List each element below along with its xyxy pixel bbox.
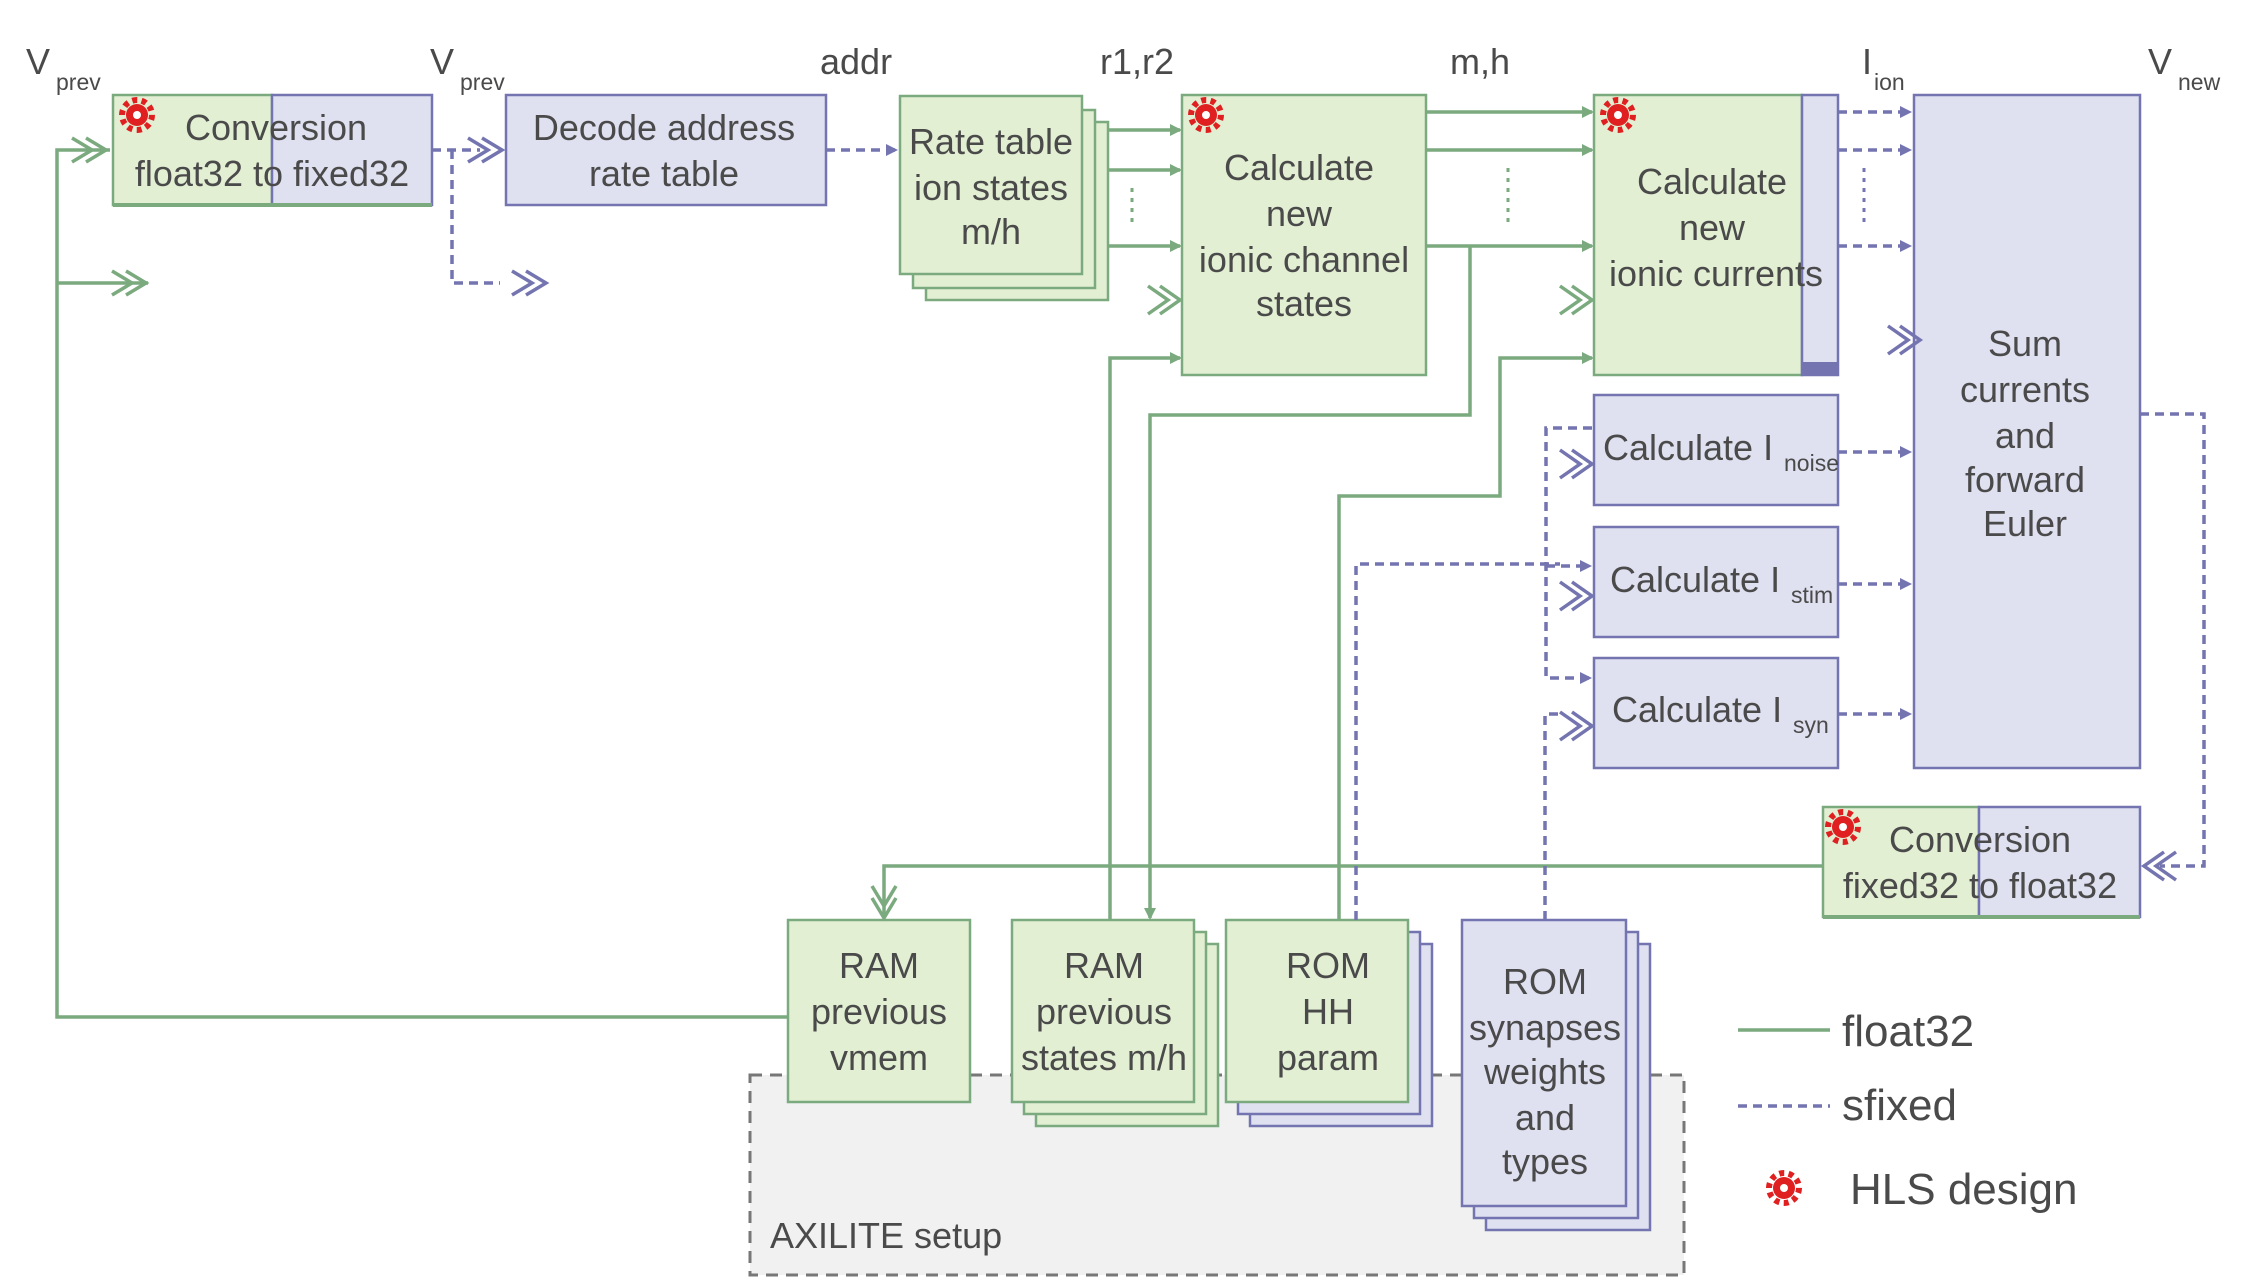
hls-gear-icon xyxy=(1600,97,1636,133)
calc-inoise-block xyxy=(1592,393,1840,507)
decode-line1: Decode address xyxy=(533,107,795,148)
rate-line1: Rate table xyxy=(909,121,1073,162)
romhh-line1: ROM xyxy=(1286,945,1370,986)
romsyn-line1: ROM xyxy=(1503,961,1587,1002)
rom-hh-block xyxy=(1224,918,1434,1128)
decode-line2: rate table xyxy=(589,153,739,194)
legend: float32 sfixed HLS design xyxy=(1738,1007,2077,1214)
legend-float32-label: float32 xyxy=(1842,1007,1974,1056)
sum-line4: forward xyxy=(1965,459,2085,500)
calc-istim-block xyxy=(1592,525,1840,639)
inoise-sub: noise xyxy=(1784,450,1839,476)
states-line2: new xyxy=(1266,193,1333,234)
sfixed-double-arrows xyxy=(467,136,2178,882)
mh-label: m,h xyxy=(1450,41,1510,82)
iion-sub: ion xyxy=(1874,69,1905,95)
vnew-sub: new xyxy=(2178,69,2221,95)
sum-line1: Sum xyxy=(1988,323,2062,364)
rams-line3: states m/h xyxy=(1021,1037,1187,1078)
vprev-label-2: V xyxy=(430,41,454,82)
conversion-float-to-fixed-block xyxy=(111,93,434,207)
ramv-line2: previous xyxy=(811,991,947,1032)
decode-address-block xyxy=(504,93,828,207)
vprev-label-1: V xyxy=(26,41,50,82)
conversion-fixed-to-float-block xyxy=(1821,805,2142,919)
romhh-line2: HH xyxy=(1302,991,1354,1032)
istim-sub: stim xyxy=(1791,582,1833,608)
conv1-line1: Conversion xyxy=(185,107,367,148)
rams-line1: RAM xyxy=(1064,945,1144,986)
sum-line5: Euler xyxy=(1983,503,2067,544)
isyn-main: Calculate I xyxy=(1612,689,1782,730)
states-line4: states xyxy=(1256,283,1352,324)
legend-hls-label: HLS design xyxy=(1850,1165,2077,1214)
currents-line3: ionic currents xyxy=(1609,253,1823,294)
hls-gear-icon xyxy=(119,97,155,133)
rate-line2: ion states xyxy=(914,167,1068,208)
float32-double-arrows xyxy=(71,136,1596,922)
romsyn-line5: types xyxy=(1502,1141,1588,1182)
ram-vmem-block xyxy=(786,918,972,1104)
vnew-label: V xyxy=(2148,41,2172,82)
axilite-label: AXILITE setup xyxy=(770,1215,1002,1256)
sum-line2: currents xyxy=(1960,369,2090,410)
ramv-line1: RAM xyxy=(839,945,919,986)
conv2-line1: Conversion xyxy=(1889,819,2071,860)
sfixed-connections xyxy=(432,106,2206,920)
rate-table-block xyxy=(898,94,1110,302)
romsyn-line4: and xyxy=(1515,1097,1575,1138)
iion-label: I xyxy=(1862,41,1872,82)
currents-line1: Calculate xyxy=(1637,161,1787,202)
float32-connections xyxy=(55,106,1823,1019)
conv1-line2: float32 to fixed32 xyxy=(135,153,409,194)
calc-channel-states-block xyxy=(1180,93,1428,377)
conv2-line2: fixed32 to float32 xyxy=(1843,865,2117,906)
currents-line2: new xyxy=(1679,207,1746,248)
vprev-sub-1: prev xyxy=(56,69,101,95)
rams-line2: previous xyxy=(1036,991,1172,1032)
calc-ionic-currents-block xyxy=(1592,93,1840,377)
romsyn-line2: synapses xyxy=(1469,1007,1621,1048)
calc-isyn-block xyxy=(1592,656,1840,770)
vprev-sub-2: prev xyxy=(460,69,505,95)
sum-line3: and xyxy=(1995,415,2055,456)
states-line3: ionic channel xyxy=(1199,239,1409,280)
addr-label: addr xyxy=(820,41,892,82)
hls-gear-icon xyxy=(1188,97,1224,133)
ramv-line3: vmem xyxy=(830,1037,928,1078)
rom-synapses-block xyxy=(1460,918,1652,1232)
legend-hls-gear-icon xyxy=(1766,1170,1802,1206)
legend-sfixed-label: sfixed xyxy=(1842,1081,1957,1130)
ram-states-block xyxy=(1010,918,1220,1128)
r1r2-label: r1,r2 xyxy=(1100,41,1174,82)
states-line1: Calculate xyxy=(1224,147,1374,188)
inoise-main: Calculate I xyxy=(1603,427,1773,468)
isyn-sub: syn xyxy=(1793,712,1829,738)
rate-line3: m/h xyxy=(961,211,1021,252)
sum-euler-block xyxy=(1912,93,2142,770)
hls-gear-icon xyxy=(1825,809,1861,845)
romhh-line3: param xyxy=(1277,1037,1379,1078)
istim-main: Calculate I xyxy=(1610,559,1780,600)
romsyn-line3: weights xyxy=(1483,1051,1606,1092)
